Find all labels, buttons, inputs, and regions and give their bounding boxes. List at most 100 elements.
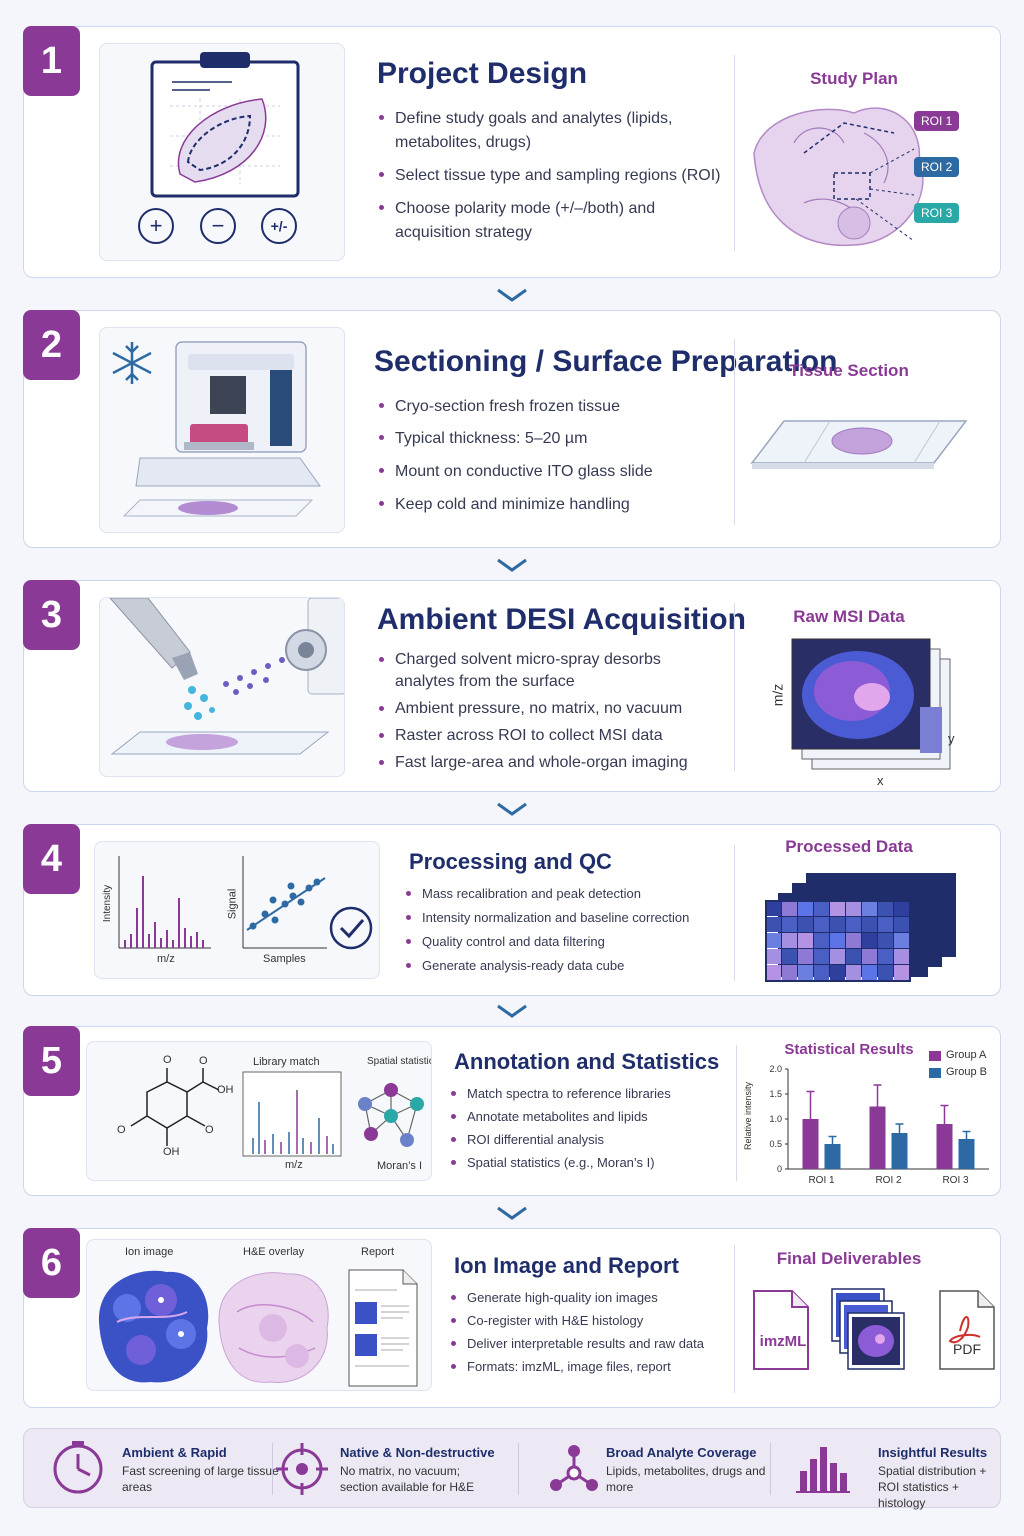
heatmap-cell: [878, 901, 893, 916]
y-tick-label: 1.5: [769, 1089, 782, 1099]
imzml-file-icon: [753, 1290, 809, 1370]
chevron-down-icon: [497, 1004, 527, 1018]
report-document-icon: [348, 1269, 418, 1387]
chart-y-label: Relative intensity: [743, 1081, 754, 1151]
heatmap-cell: [846, 901, 861, 916]
spectrum-plot: [118, 856, 211, 949]
feature-ambient-rapid: Ambient & Rapid Fast screening of large …: [50, 1429, 279, 1509]
final-deliverables-title: Final Deliverables: [776, 1249, 922, 1268]
step-6-bullet: Co-register with H&E histology: [449, 1312, 739, 1330]
step-6-title: Ion Image and Report: [454, 1253, 679, 1278]
roi-3-label: ROI 3: [914, 203, 960, 223]
feature-title: Broad Analyte Coverage: [606, 1445, 757, 1460]
network-icon: [550, 1445, 598, 1491]
heatmap-cell: [782, 949, 797, 964]
heatmap-cell: [830, 901, 845, 916]
step-5-panel: O OH O OH O O Library match m/z Spatial …: [23, 1026, 1001, 1196]
step-3-badge: 3: [23, 580, 80, 650]
clipboard-icon: [150, 52, 300, 198]
step-3-title: Ambient DESI Acquisition: [377, 603, 746, 636]
heatmap-cell: [846, 965, 861, 980]
heatmap-cell: [894, 917, 909, 932]
heatmap-cell: [766, 933, 781, 948]
heatmap-cell: [798, 901, 813, 916]
step-5-bullet: Spatial statistics (e.g., Moran’s I): [449, 1154, 739, 1172]
x-axis-label: x: [877, 773, 884, 788]
heatmap-cell: [798, 917, 813, 932]
step-2-title: Sectioning / Surface Preparation: [374, 345, 838, 378]
step-3-bullet: Fast large-area and whole-organ imaging: [377, 752, 722, 774]
feature-broad-coverage: Broad Analyte Coverage Lipids, metabolit…: [546, 1429, 766, 1509]
library-match-spectrum: [242, 1071, 342, 1157]
step-5-bullet: ROI differential analysis: [449, 1131, 739, 1149]
check-icon: [329, 906, 373, 950]
heatmap-cell: [830, 917, 845, 932]
chevron-down-icon: [497, 558, 527, 572]
step-1-bullet: Define study goals and analytes (lipids,…: [377, 107, 727, 155]
heatmap-cell: [846, 917, 861, 932]
legend-swatch-b: [929, 1068, 941, 1078]
feature-desc: Fast screening of large tissue areas: [122, 1464, 279, 1494]
step-1-badge: 1: [23, 26, 80, 96]
heatmap-cell: [782, 917, 797, 932]
z-axis-label: m/z: [769, 683, 786, 707]
heatmap-cell: [862, 949, 877, 964]
molecule-structure-icon: [130, 1068, 220, 1146]
heatmap-cell: [862, 901, 877, 916]
heatmap-cell: [894, 965, 909, 980]
step-2-bullet: Keep cold and minimize handling: [377, 493, 727, 517]
ion-image-picture: [98, 1270, 209, 1383]
bar: [869, 1106, 886, 1169]
step-6-badge: 6: [23, 1228, 80, 1298]
y-tick-label: 0: [777, 1164, 782, 1174]
heatmap-cell: [814, 965, 829, 980]
step-4-bullet: Mass recalibration and peak detection: [404, 885, 734, 903]
heatmap-cell: [830, 933, 845, 948]
step-3-bullet: Charged solvent micro-spray desorbs anal…: [377, 649, 722, 693]
step-6-panel: Ion image H&E overlay Report: [23, 1228, 1001, 1408]
report-label: Report: [361, 1246, 395, 1258]
y-axis-label: y: [948, 731, 955, 746]
heatmap-cell: [894, 949, 909, 964]
x-tick-label: ROI 1: [808, 1175, 835, 1186]
heatmap-cell: [814, 901, 829, 916]
step-2-bullet: Typical thickness: 5–20 µm: [377, 427, 727, 451]
heatmap-cell: [846, 933, 861, 948]
step-4-title: Processing and QC: [409, 849, 612, 874]
minus-icon: −: [200, 208, 236, 244]
chevron-down-icon: [497, 1206, 527, 1220]
heatmap-cell: [782, 933, 797, 948]
study-plan-tissue-image: [753, 107, 924, 247]
project-design-illustration: + − +/-: [99, 43, 345, 261]
calibration-scatter-plot: [242, 856, 327, 949]
heatmap-cell: [830, 965, 845, 980]
desi-illustration: [99, 597, 345, 777]
spectrum-x-label: m/z: [157, 953, 175, 965]
heatmap-cell: [878, 917, 893, 932]
step-5-bullet: Match spectra to reference libraries: [449, 1085, 739, 1103]
scatter-x-label: Samples: [263, 953, 306, 965]
step-4-bullet: Quality control and data filtering: [404, 933, 734, 951]
step-2-bullet: Cryo-section fresh frozen tissue: [377, 395, 727, 419]
morans-i-label: Moran’s I: [377, 1160, 423, 1172]
bar: [802, 1119, 819, 1169]
he-overlay-picture: [218, 1272, 329, 1383]
feature-native: Native & Non-destructive No matrix, no v…: [274, 1429, 514, 1509]
step-6-bullet: Formats: imzML, image files, report: [449, 1358, 739, 1376]
y-tick-label: 0.5: [769, 1139, 782, 1149]
y-tick-label: 2.0: [769, 1064, 782, 1074]
step-6-bullet: Generate high-quality ion images: [449, 1289, 739, 1307]
spatial-statistics-label: Spatial statistics: [367, 1056, 432, 1067]
heatmap-cell: [878, 965, 893, 980]
chart-title: Statistical Results: [784, 1041, 914, 1058]
scatter-y-label: Signal: [226, 888, 239, 920]
step-5-title: Annotation and Statistics: [454, 1049, 720, 1074]
step-2-bullets: Cryo-section fresh frozen tissue Typical…: [377, 395, 727, 517]
step-3-bullet: Raster across ROI to collect MSI data: [377, 725, 722, 747]
step-1-bullet: Select tissue type and sampling regions …: [377, 164, 727, 188]
step-2-badge: 2: [23, 310, 80, 380]
x-tick-label: ROI 3: [942, 1175, 969, 1186]
legend-group-a: Group A: [946, 1049, 987, 1061]
heatmap-cell: [878, 949, 893, 964]
roi-2-label: ROI 2: [914, 157, 960, 177]
